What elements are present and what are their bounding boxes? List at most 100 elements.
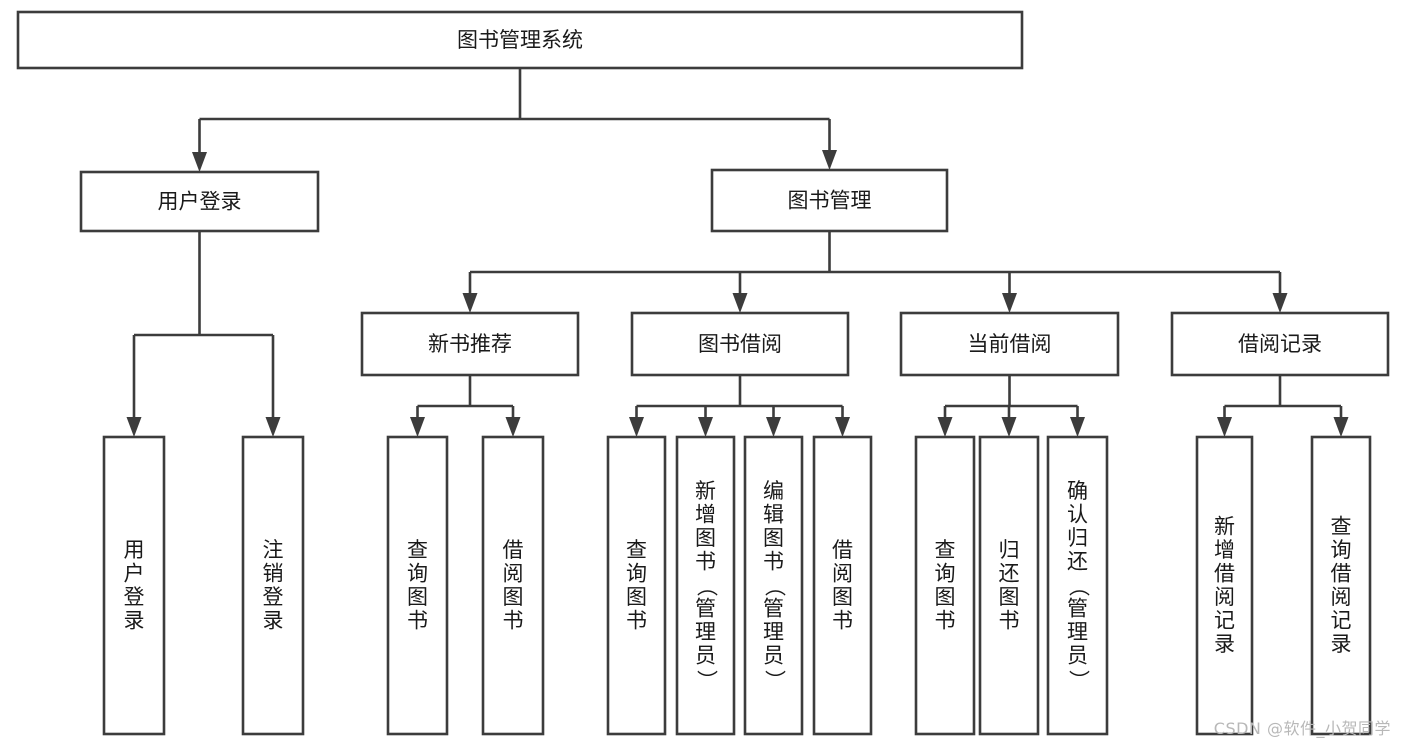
node-label-char: 记	[1331, 608, 1352, 632]
node-label-char: 增	[1214, 538, 1235, 562]
node-用户登录[interactable]: 用户登录	[79, 170, 320, 233]
node-box[interactable]	[606, 435, 667, 736]
node-label-char: 管	[763, 597, 784, 621]
node-box[interactable]	[1046, 435, 1109, 736]
node-label-char: 员	[1067, 644, 1088, 668]
node-label-char: ）	[763, 670, 787, 691]
node-label-char: 录	[124, 608, 145, 632]
node-label-char: 编	[763, 479, 784, 503]
node-label-char: （	[1067, 576, 1091, 597]
node-label-char: 阅	[832, 561, 853, 585]
node-label-char: 书	[935, 608, 956, 632]
node-label-char: 书	[832, 608, 853, 632]
node-新书推荐[interactable]: 新书推荐	[360, 311, 580, 377]
arrow-head-icon	[732, 293, 748, 313]
node-box[interactable]	[743, 435, 804, 736]
node-label-char: 图	[407, 585, 428, 609]
node-label: 图书管理系统	[457, 28, 583, 52]
node-label-char: 借	[1331, 561, 1352, 585]
node-box[interactable]	[360, 311, 580, 377]
node-label-char: ）	[1067, 670, 1091, 691]
node-box[interactable]	[102, 435, 166, 736]
node-label-char: 录	[1214, 632, 1235, 656]
node-label-char: 图	[503, 585, 524, 609]
node-label-char: 还	[999, 561, 1020, 585]
node-label-char: 书	[407, 608, 428, 632]
node-label-char: 书	[503, 608, 524, 632]
arrow-head-icon	[629, 417, 644, 437]
arrow-head-icon	[766, 417, 781, 437]
node-label: 借阅记录	[1238, 332, 1322, 356]
node-label-char: 登	[124, 585, 145, 609]
node-当前借阅[interactable]: 当前借阅	[899, 311, 1120, 377]
node-box[interactable]	[16, 10, 1024, 70]
arrow-head-icon	[937, 417, 953, 437]
node-box[interactable]	[978, 435, 1040, 736]
node-label-char: 查	[1331, 514, 1352, 538]
node-图书管理系统[interactable]: 图书管理系统	[16, 10, 1024, 70]
node-box[interactable]	[812, 435, 873, 736]
node-label-char: 借	[832, 538, 853, 562]
arrow-head-icon	[1002, 293, 1017, 313]
node-label-char: 员	[763, 644, 784, 668]
node-借阅记录[interactable]: 借阅记录	[1170, 311, 1390, 377]
node-label-char: 询	[626, 561, 647, 585]
node-label-char: 录	[1331, 632, 1352, 656]
node-box[interactable]	[675, 435, 736, 736]
node-label-char: 书	[626, 608, 647, 632]
node-label-char: （	[695, 576, 719, 597]
arrow-head-icon	[698, 417, 713, 437]
node-label-char: 阅	[503, 561, 524, 585]
node-box[interactable]	[241, 435, 305, 736]
node-box[interactable]	[710, 168, 949, 233]
node-box[interactable]	[899, 311, 1120, 377]
node-box[interactable]	[914, 435, 976, 736]
node-label: 图书管理	[788, 189, 872, 213]
node-label-char: 新	[1214, 514, 1235, 538]
node-label-char: 归	[999, 538, 1020, 562]
node-label-char: 阅	[1331, 585, 1352, 609]
node-box[interactable]	[386, 435, 449, 736]
arrow-head-icon	[1070, 417, 1085, 437]
node-box[interactable]	[1170, 311, 1390, 377]
arrow-head-icon	[126, 417, 142, 437]
arrow-head-icon	[822, 150, 837, 170]
arrow-head-icon	[1272, 293, 1288, 313]
node-label-char: 增	[695, 503, 716, 527]
node-box[interactable]	[79, 170, 320, 233]
connector-layer	[126, 68, 1349, 437]
node-label-char: 图	[935, 585, 956, 609]
node-box[interactable]	[630, 311, 850, 377]
arrow-head-icon	[265, 417, 281, 437]
node-label-char: 书	[695, 550, 716, 574]
node-label-char: 借	[503, 538, 524, 562]
node-label-char: 查	[407, 538, 428, 562]
node-label-char: 管	[1067, 597, 1088, 621]
node-box[interactable]	[1310, 435, 1372, 736]
box-layer: 图书管理系统用户登录用户登录注销登录图书管理新书推荐查询图书借阅图书图书借阅查询…	[16, 10, 1390, 736]
node-box[interactable]	[481, 435, 545, 736]
node-label: 图书借阅	[698, 332, 782, 356]
node-用户登录[interactable]: 用户登录	[102, 435, 166, 736]
node-label-char: 新	[695, 479, 716, 503]
node-label-char: 员	[695, 644, 716, 668]
node-box[interactable]	[1195, 435, 1254, 736]
node-label-char: 图	[832, 585, 853, 609]
node-图书管理[interactable]: 图书管理	[710, 168, 949, 233]
node-label-char: 管	[695, 597, 716, 621]
node-图书借阅[interactable]: 图书借阅	[630, 311, 850, 377]
node-label-char: 用	[124, 538, 145, 562]
arrow-head-icon	[410, 417, 425, 437]
